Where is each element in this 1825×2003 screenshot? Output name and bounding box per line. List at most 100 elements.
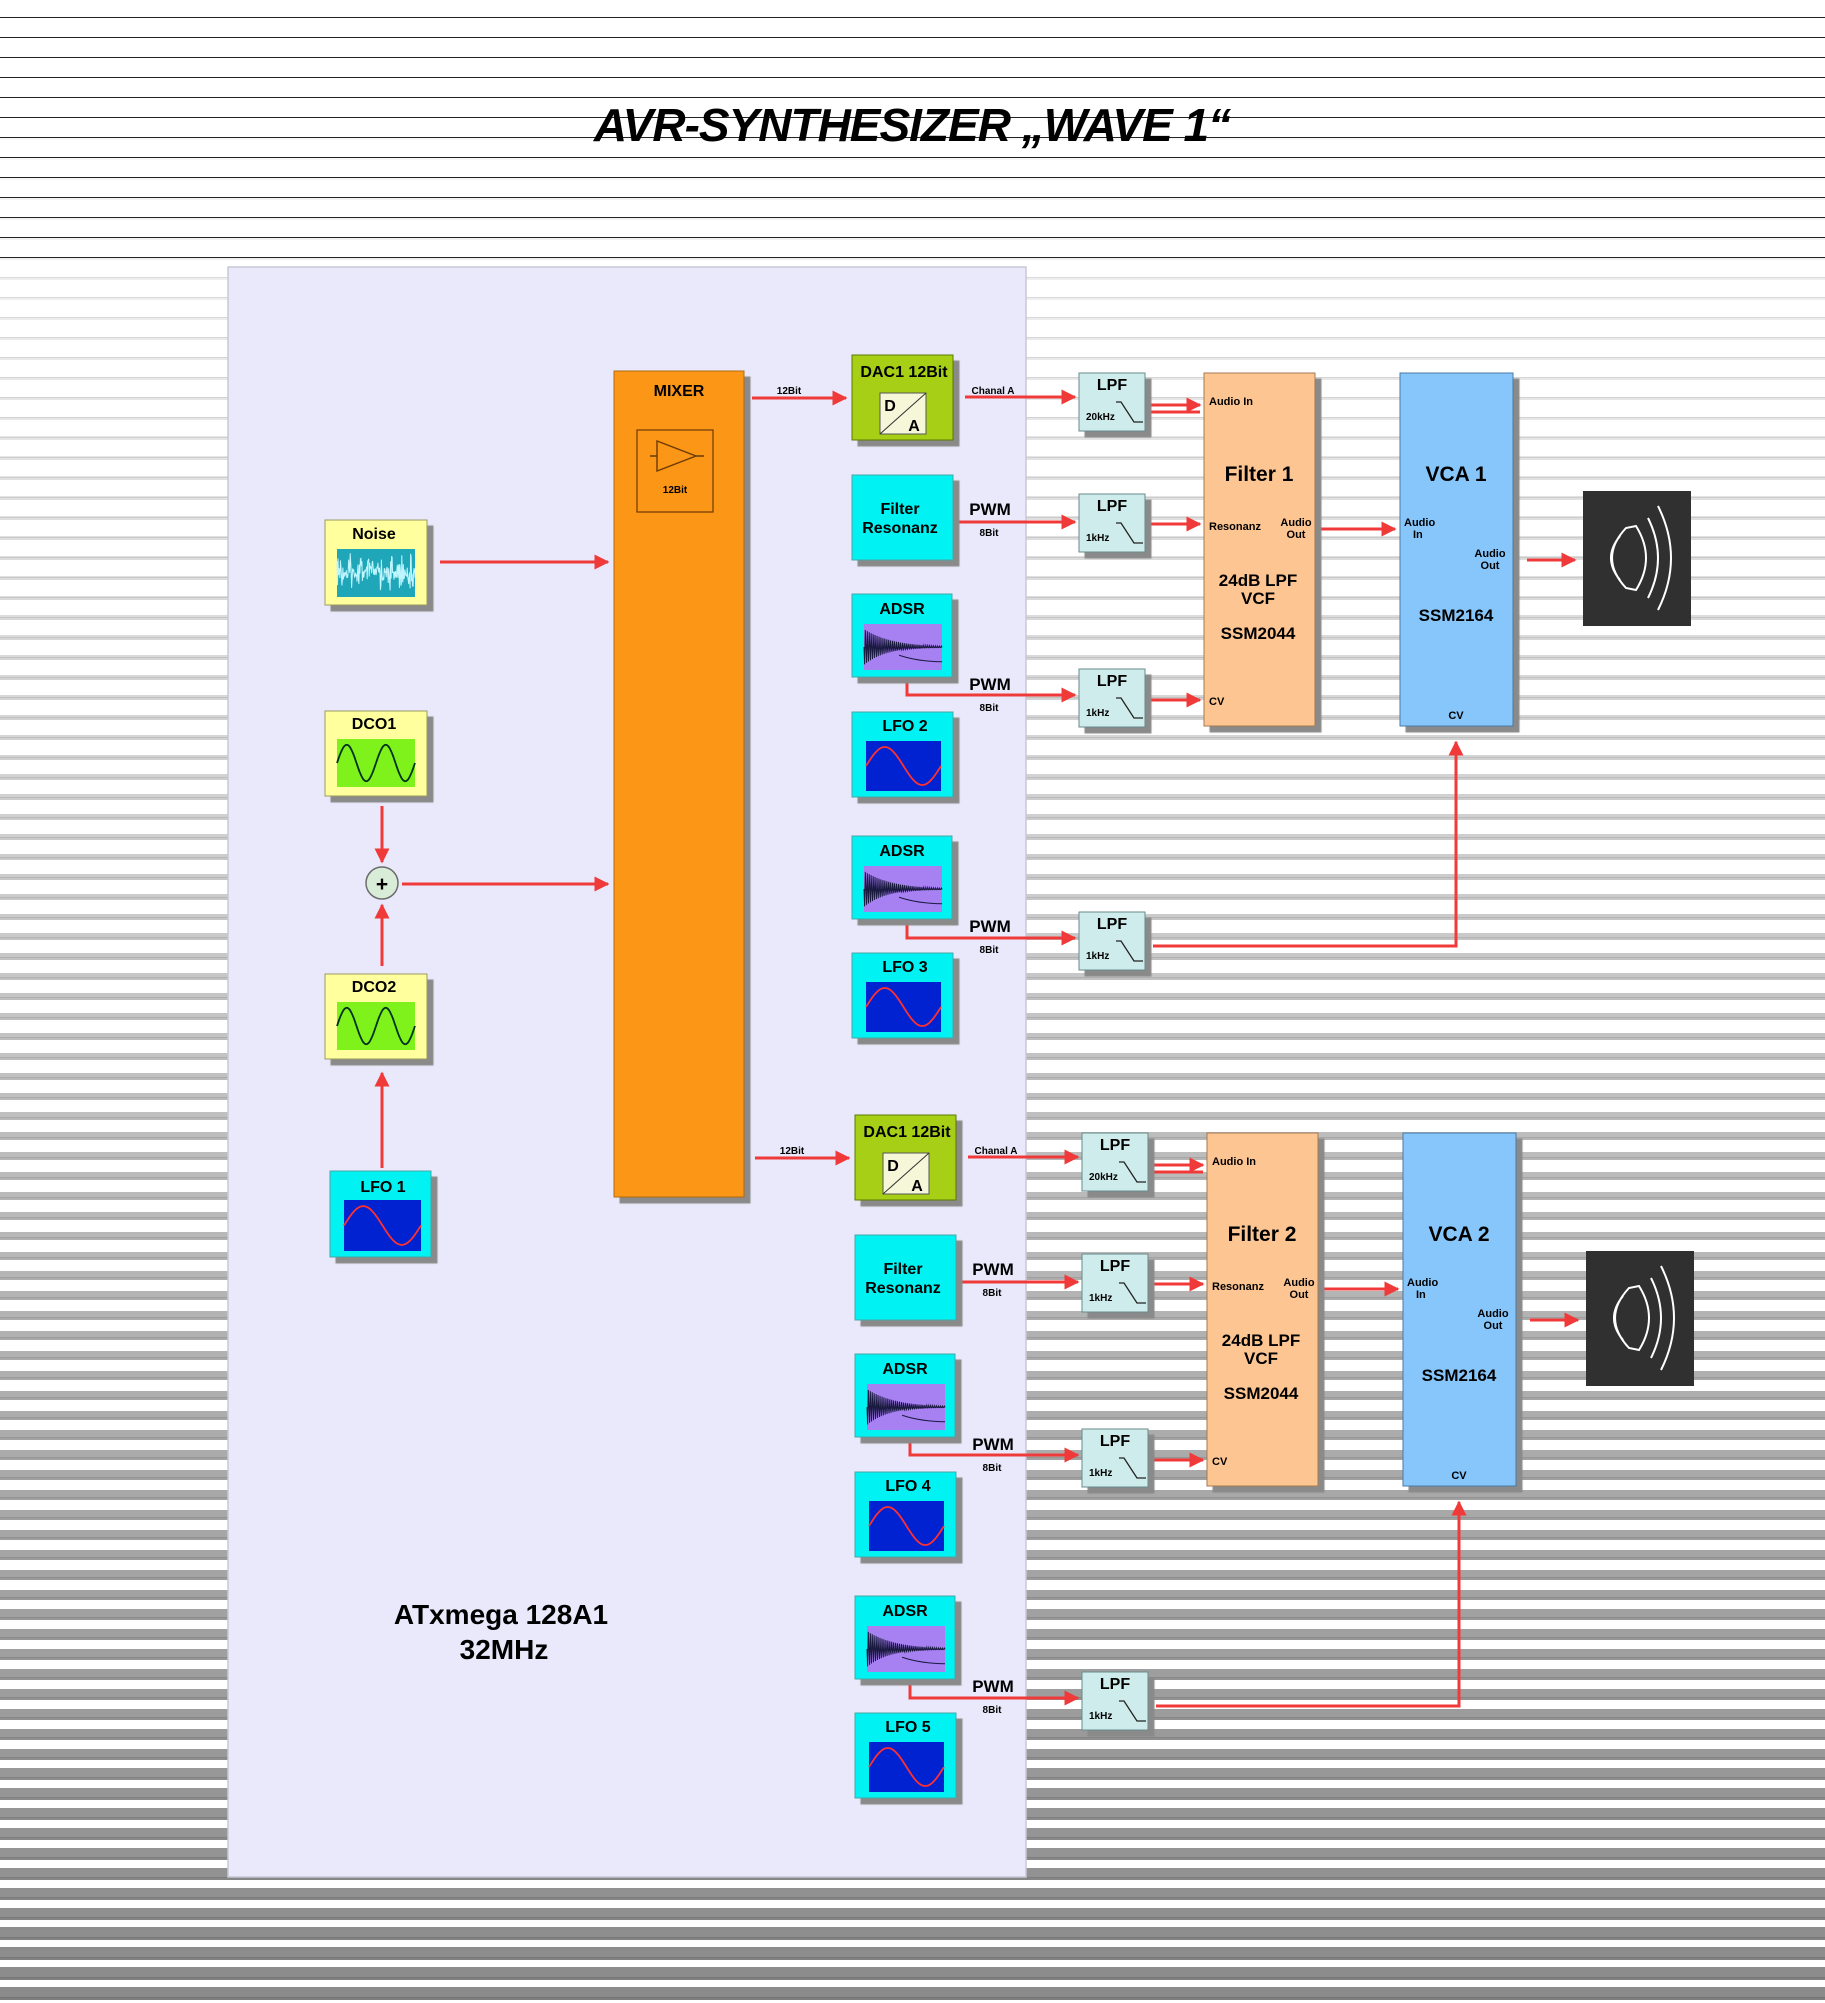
mixer-bits: 12Bit: [663, 485, 688, 496]
envelope-wave-icon: [863, 871, 943, 907]
lowpass-curve-icon: [1116, 522, 1143, 544]
vca-chip: [1402, 1132, 1517, 1487]
sine-wave-icon: [868, 1506, 945, 1546]
lpf-label: LPF: [1097, 498, 1127, 515]
lpf-label: LPF: [1097, 673, 1127, 690]
vca-audio-out-label: Audio: [1474, 548, 1505, 560]
dac-label: DAC1 12Bit: [860, 364, 948, 381]
wire-8bit-label: 8Bit: [983, 1288, 1003, 1299]
filter-resonanz-line2: Resonanz: [865, 1280, 941, 1297]
vca-name: VCA 2: [1428, 1223, 1489, 1246]
lowpass-curve-icon: [1116, 401, 1143, 423]
wire-12bit-label: 12Bit: [777, 386, 802, 397]
wire-pwm-label: PWM: [969, 500, 1011, 519]
vca-cv-label: CV: [1451, 1470, 1467, 1482]
lfo-label: LFO 5: [885, 1719, 930, 1736]
lfo1-block: LFO 1: [329, 1170, 432, 1258]
vca-audio-out-label: Audio: [1477, 1308, 1508, 1320]
filter-audio-in-label: Audio In: [1209, 396, 1253, 408]
vca-audio-in-label: Audio: [1407, 1277, 1438, 1289]
dco2-sine-icon: [336, 1006, 416, 1046]
lowpass-curve-icon: [1116, 697, 1143, 719]
envelope-wave-icon: [863, 629, 943, 665]
vca-chip: [1399, 372, 1514, 727]
filter-name: Filter 2: [1228, 1223, 1297, 1246]
filter-name: Filter 1: [1225, 463, 1294, 486]
filter-audio-out-label: Out: [1290, 1289, 1309, 1301]
dco2-label: DCO2: [352, 979, 397, 996]
lowpass-curve-icon: [1119, 1161, 1146, 1183]
filter-type-label: VCF: [1241, 589, 1275, 608]
lowpass-curve-icon: [1116, 940, 1143, 962]
filter-resonanz-line1: Filter: [880, 501, 919, 518]
wire-8bit-label: 8Bit: [980, 945, 1000, 956]
vca-cv-label: CV: [1448, 710, 1464, 722]
wire-8bit-label: 8Bit: [980, 703, 1000, 714]
lpf-label: LPF: [1100, 1258, 1130, 1275]
filter-audio-out-label: Out: [1287, 529, 1306, 541]
dco1-sine-icon: [336, 743, 416, 783]
filter-resonanz-block: [854, 1234, 957, 1321]
diagram-title: AVR-SYNTHESIZER „WAVE 1“: [593, 99, 1231, 151]
vca-audio-out-label: Out: [1484, 1320, 1503, 1332]
filter-resonanz-label: Resonanz: [1212, 1281, 1264, 1293]
dac-label: DAC1 12Bit: [863, 1124, 951, 1141]
filter-type-label: 24dB LPF: [1219, 571, 1297, 590]
lowpass-curve-icon: [1119, 1700, 1146, 1722]
lpf-cutoff: 1kHz: [1089, 1293, 1112, 1304]
filter-chip: [1203, 372, 1316, 727]
wire-pwm-label: PWM: [972, 1435, 1014, 1454]
adder: +: [365, 866, 399, 900]
dco1-block: DCO1: [324, 710, 428, 797]
lpf-cutoff: 1kHz: [1086, 951, 1109, 962]
lfo1-label: LFO 1: [360, 1179, 405, 1196]
wire-pwm-label: PWM: [972, 1260, 1014, 1279]
vca-audio-in-label: In: [1413, 529, 1423, 541]
filter-audio-in-label: Audio In: [1212, 1156, 1256, 1168]
amplifier-icon: [650, 439, 704, 473]
sine-wave-icon: [865, 987, 942, 1027]
wire-chanal-label: Chanal A: [972, 386, 1015, 397]
wire-8bit-label: 8Bit: [980, 528, 1000, 539]
filter-chip: [1206, 1132, 1319, 1487]
signal-wires: [374, 554, 610, 1168]
speaker-icon: [1583, 491, 1691, 626]
filter-part-label: SSM2044: [1224, 1384, 1299, 1403]
dac-a-label: A: [911, 1178, 923, 1195]
wire-pwm-label: PWM: [969, 917, 1011, 936]
vca-audio-out-label: Out: [1481, 560, 1500, 572]
sine-wave-icon: [865, 746, 942, 786]
lpf-cutoff: 1kHz: [1089, 1711, 1112, 1722]
wire-8bit-label: 8Bit: [983, 1463, 1003, 1474]
lpf-label: LPF: [1100, 1137, 1130, 1154]
lfo-label: LFO 4: [885, 1478, 930, 1495]
adsr-label: ADSR: [879, 601, 925, 618]
vca-name: VCA 1: [1425, 463, 1486, 486]
lpf-cutoff: 20kHz: [1086, 412, 1115, 423]
wire-8bit-label: 8Bit: [983, 1705, 1003, 1716]
filter-part-label: SSM2044: [1221, 624, 1296, 643]
vca-part-label: SSM2164: [1419, 606, 1494, 625]
lowpass-curve-icon: [1119, 1282, 1146, 1304]
dac-d-label: D: [887, 1158, 899, 1175]
envelope-wave-icon: [866, 1389, 946, 1425]
noise-label: Noise: [352, 526, 396, 543]
filter-type-label: 24dB LPF: [1222, 1331, 1300, 1350]
vca-part-label: SSM2164: [1422, 1366, 1497, 1385]
speaker-icon: [1586, 1251, 1694, 1386]
lpf-label: LPF: [1100, 1676, 1130, 1693]
filter-resonanz-label: Resonanz: [1209, 521, 1261, 533]
dco1-label: DCO1: [352, 716, 397, 733]
filter-cv-label: CV: [1212, 1456, 1228, 1468]
dac-d-label: D: [884, 398, 896, 415]
lpf-cutoff: 20kHz: [1089, 1172, 1118, 1183]
mcu-name: ATxmega 128A1: [394, 1599, 608, 1630]
filter-resonanz-line2: Resonanz: [862, 520, 938, 537]
adsr-label: ADSR: [879, 843, 925, 860]
lpf-label: LPF: [1100, 1433, 1130, 1450]
dac-a-label: A: [908, 418, 920, 435]
mcu-clock: 32MHz: [460, 1634, 549, 1665]
filter-type-label: VCF: [1244, 1349, 1278, 1368]
